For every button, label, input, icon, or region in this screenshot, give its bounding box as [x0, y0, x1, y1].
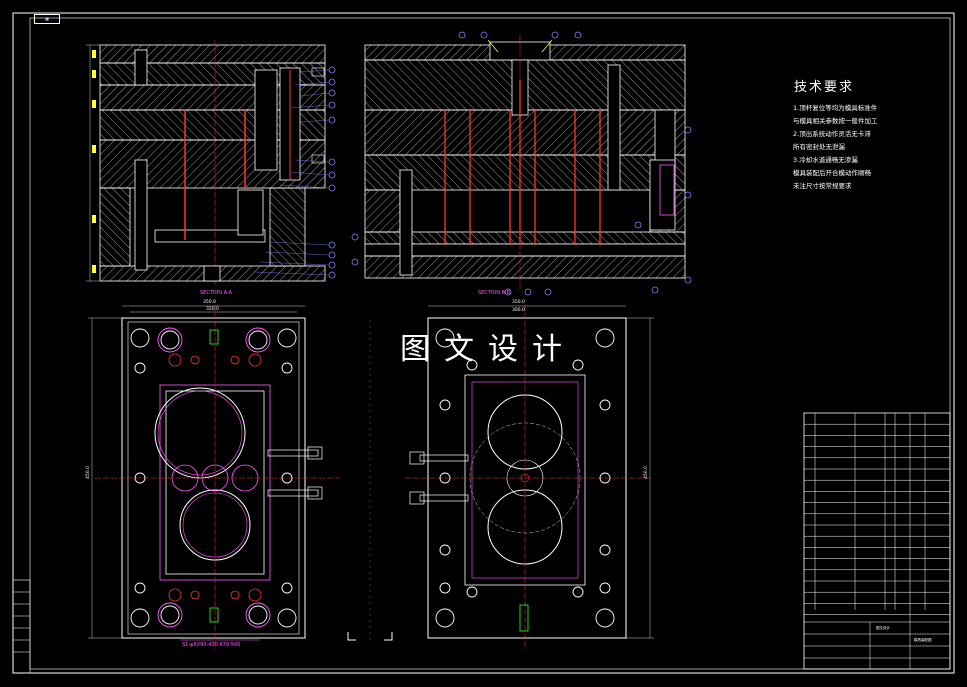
section-label-b: SECTION B-B — [478, 290, 511, 296]
bottom-callout: S1-φ8X90-400-670-500 — [182, 642, 241, 648]
watermark-title: 图文设计 — [400, 332, 576, 367]
drawing-frame — [12, 12, 955, 674]
tech-note: 所有密封处无泄漏 — [793, 143, 845, 151]
tech-requirements-title: 技术要求 — [794, 80, 855, 95]
tech-note: 1.顶杆复位等均为模具标准件 — [793, 104, 878, 112]
dimension-top-inner: 320.0 — [206, 307, 219, 312]
dimension-right-height: 450.0 — [643, 466, 649, 479]
tech-note: 与模具相关参数按一般件加工 — [793, 117, 878, 125]
plan-view-moving-half — [88, 305, 340, 650]
section-view-a — [86, 40, 336, 285]
titleblock-name: 图文设计 — [876, 626, 890, 630]
dimension-right-inner: 300.0 — [512, 308, 525, 313]
drawing-tag: ■ — [34, 14, 60, 24]
dimension-right-outer: 350.0 — [512, 300, 525, 305]
title-block — [803, 412, 951, 670]
tech-note: 3.冷却水道通畅无渗漏 — [793, 156, 858, 164]
tech-note: 2.顶出系统动作灵活无卡滞 — [793, 130, 871, 138]
tech-note: 模具装配后开合模动作顺畅 — [793, 169, 871, 177]
titleblock-drawing: 模具装配图 — [914, 638, 932, 642]
section-label-a: SECTION A-A — [200, 290, 233, 296]
tech-note: 未注尺寸按常规要求 — [793, 182, 852, 190]
section-marks — [347, 320, 393, 641]
section-view-b — [351, 31, 692, 296]
dimension-left-height: 450.0 — [85, 466, 91, 479]
dimension-top-outer: 350.0 — [203, 300, 216, 305]
plan-view-fixed-half — [405, 305, 654, 650]
